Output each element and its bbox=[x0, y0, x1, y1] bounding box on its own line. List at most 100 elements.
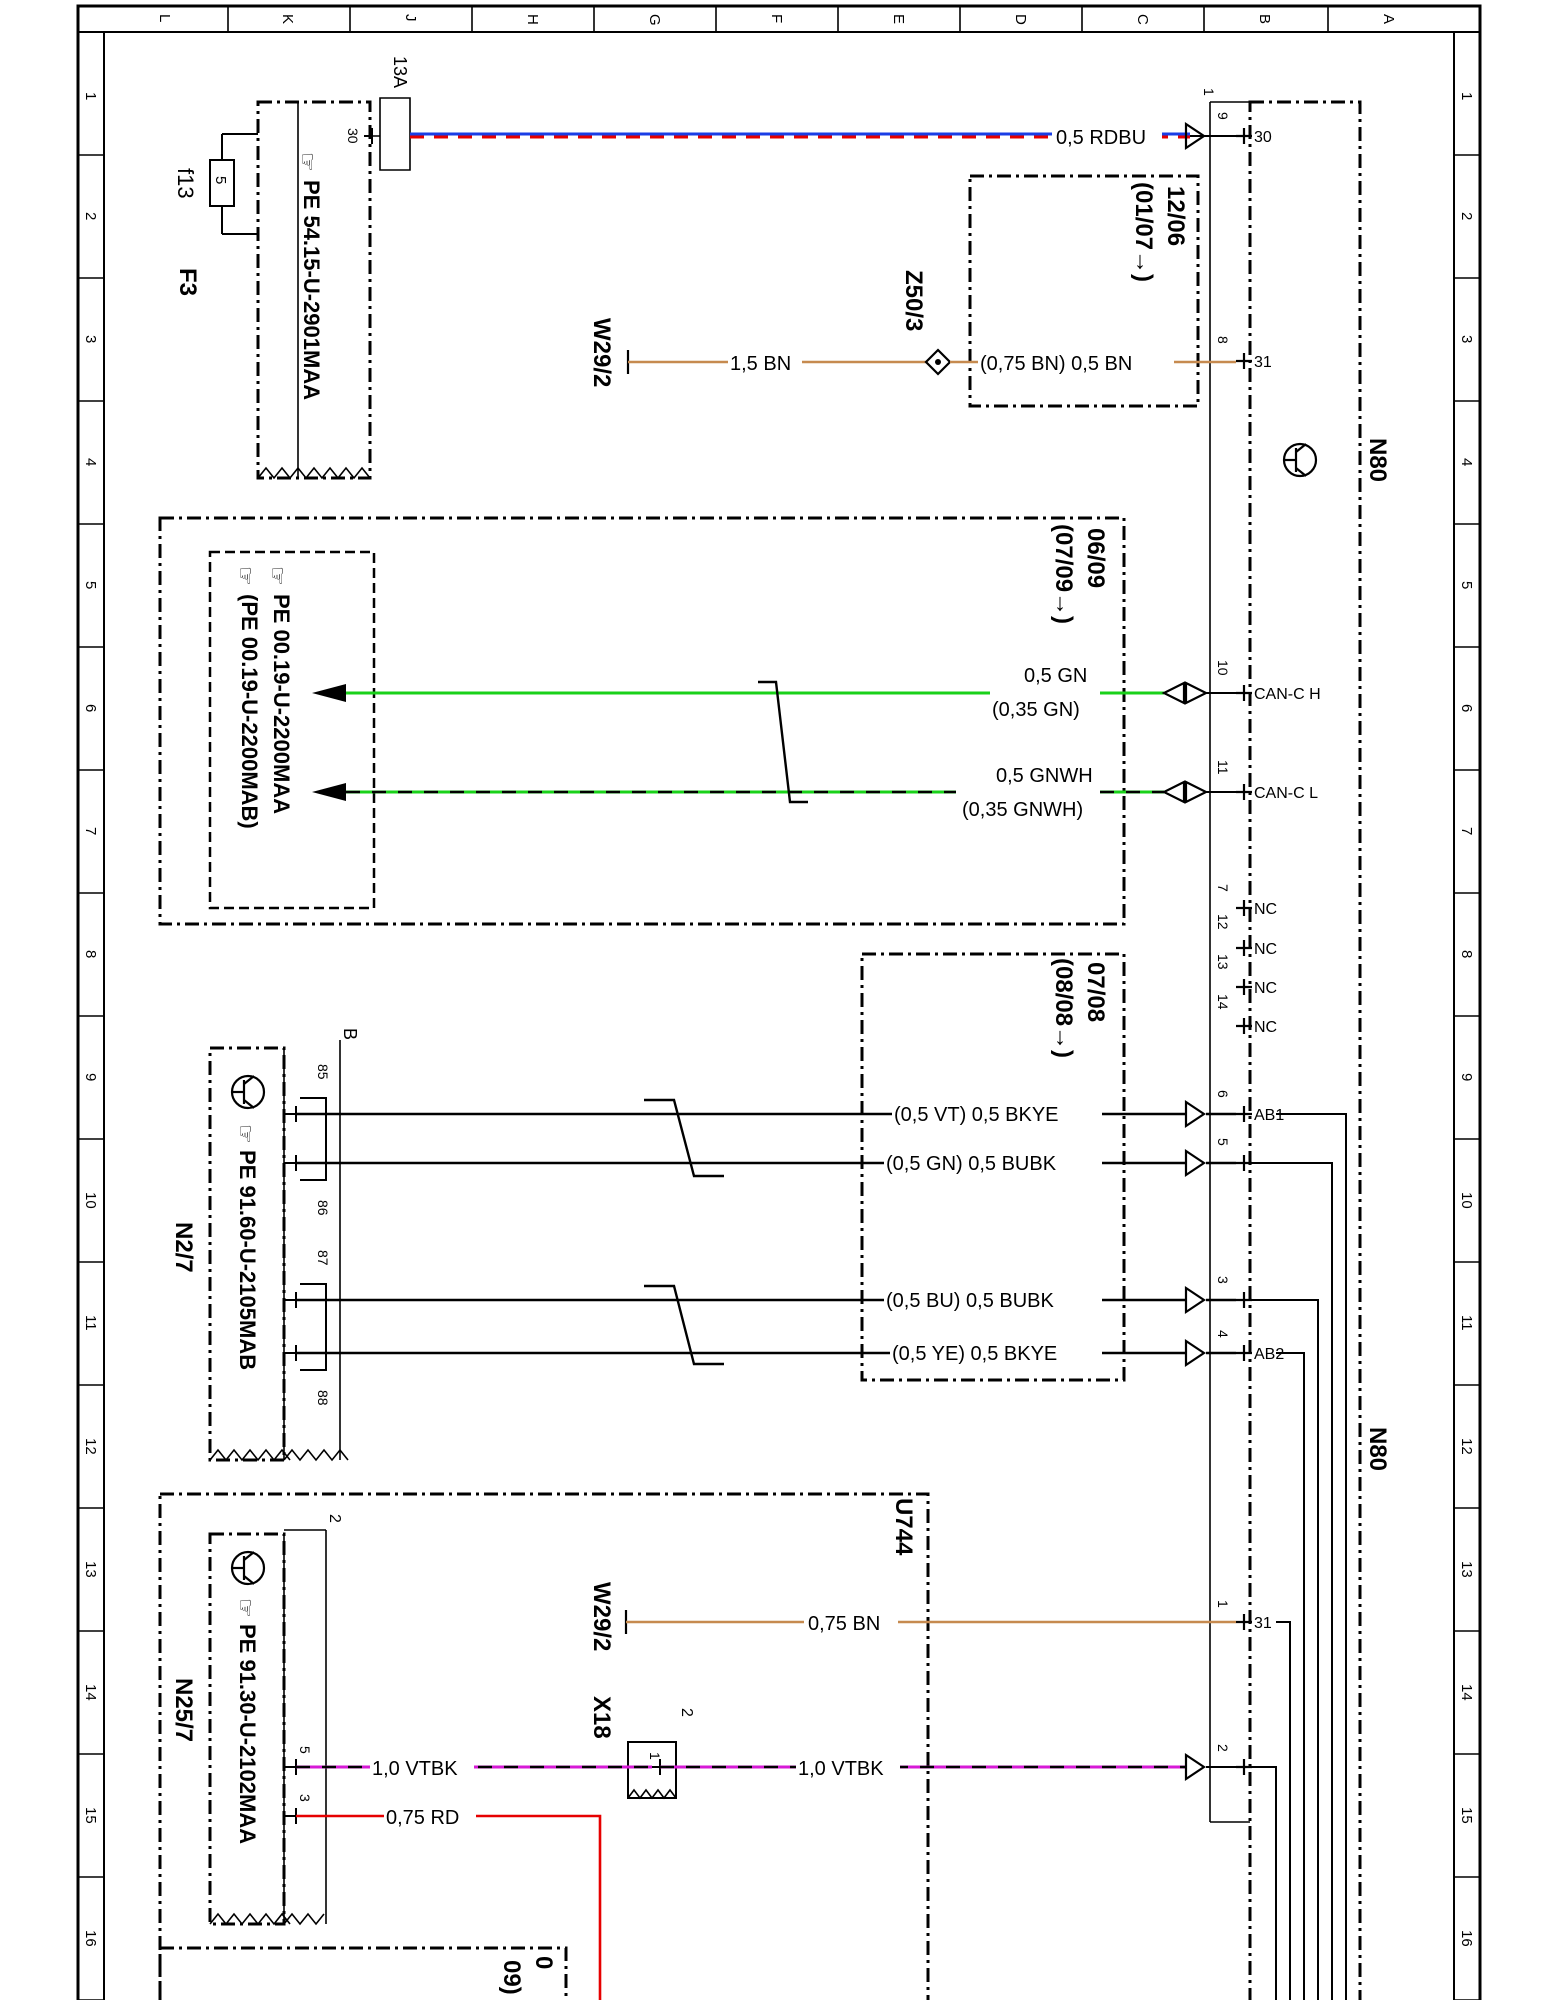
row-label: 10 bbox=[1458, 1192, 1475, 1209]
row-label: 10 bbox=[82, 1192, 99, 1209]
outer-frame bbox=[76, 4, 1482, 2000]
row-label: 13 bbox=[82, 1561, 99, 1578]
u744-label: U744 bbox=[890, 1498, 917, 1556]
row-label: 6 bbox=[82, 704, 99, 712]
twisted-pair-mark bbox=[758, 680, 808, 804]
pin-number: 6 bbox=[1215, 1090, 1231, 1098]
row-label: 14 bbox=[1458, 1684, 1475, 1701]
wire-label-gn-a: 0,5 GN bbox=[1024, 665, 1087, 687]
relay-wire-arrows bbox=[1184, 1099, 1206, 1368]
hand-icon: ☞ bbox=[233, 1124, 258, 1144]
wire-label-gnwh-b: (0,35 GNWH) bbox=[962, 799, 1083, 821]
row-label: 9 bbox=[82, 1073, 99, 1081]
column-separators bbox=[227, 6, 1329, 32]
date-block-3-b: (08/08→) bbox=[1050, 958, 1077, 1058]
u744-box bbox=[158, 1492, 930, 2000]
pin-number: 11 bbox=[1215, 760, 1231, 775]
row-label: 5 bbox=[82, 581, 99, 589]
row-label: 11 bbox=[82, 1315, 99, 1331]
n25-7-ref: PE 91.30-U-2102MAA bbox=[235, 1624, 260, 1844]
fuse-pin-13a: 13A bbox=[390, 56, 410, 88]
date-block-1-b: (01/07→) bbox=[1130, 182, 1157, 282]
wire-vtbk-2 bbox=[660, 1752, 1236, 1782]
wire-label-vtbk-2: 1,0 VTBK bbox=[798, 1758, 884, 1780]
row-label: 5 bbox=[1458, 581, 1475, 589]
date-block-4-b: 09) bbox=[498, 1960, 525, 1995]
fuse-pin-30: 30 bbox=[345, 128, 361, 144]
n80-label-top: N80 bbox=[1364, 438, 1391, 482]
col-label: D bbox=[1012, 14, 1029, 25]
pin-label-can-l: CAN-C L bbox=[1254, 785, 1318, 802]
wire-label-bn-075: 0,75 BN bbox=[808, 1613, 880, 1635]
n80-label-mid: N80 bbox=[1364, 1427, 1391, 1471]
col-label: F bbox=[768, 14, 785, 23]
pin-label-can-h: CAN-C H bbox=[1254, 686, 1321, 703]
col-label: J bbox=[402, 14, 419, 22]
pin-number: 88 bbox=[315, 1390, 331, 1406]
n2-7-ref: PE 91.60-U-2105MAB bbox=[235, 1150, 260, 1370]
x18-pin-2: 2 bbox=[678, 1708, 695, 1717]
row-label: 2 bbox=[82, 212, 99, 220]
wire-label-bkye-1: (0,5 VT) 0,5 BKYE bbox=[894, 1104, 1059, 1126]
hand-icon: ☞ bbox=[295, 152, 320, 172]
twisted-pair-mark bbox=[644, 1284, 724, 1366]
date-block-4 bbox=[158, 1946, 568, 2000]
row-label: 6 bbox=[1458, 704, 1475, 712]
pin-label-ab2: AB2 bbox=[1254, 1346, 1284, 1363]
col-label: K bbox=[279, 14, 296, 24]
wire-label-vtbk-1: 1,0 VTBK bbox=[372, 1758, 458, 1780]
pin-number: 12 bbox=[1215, 914, 1231, 930]
pin-label-nc: NC bbox=[1254, 1019, 1277, 1036]
wire-label-bn-z50: (0,75 BN) 0,5 BN bbox=[980, 353, 1132, 375]
relay-pin-numbers: 85 86 87 88 bbox=[315, 1064, 331, 1406]
row-label: 4 bbox=[82, 458, 99, 466]
row-label: 1 bbox=[1458, 92, 1475, 100]
wire-label-bkye-2: (0,5 YE) 0,5 BKYE bbox=[892, 1343, 1057, 1365]
pin-label-nc: NC bbox=[1254, 941, 1277, 958]
pin-number: 14 bbox=[1215, 994, 1231, 1010]
row-label: 1 bbox=[82, 92, 99, 100]
col-label: G bbox=[646, 14, 663, 26]
pin-number: 85 bbox=[315, 1064, 331, 1080]
n25-pin-stubs bbox=[284, 1759, 297, 1824]
wire-label-bubk-1: (0,5 GN) 0,5 BUBK bbox=[886, 1153, 1057, 1175]
hand-icon: ☞ bbox=[233, 566, 258, 586]
row-label: 13 bbox=[1458, 1561, 1475, 1578]
col-label: H bbox=[524, 14, 541, 25]
wire-label-gnwh-a: 0,5 GNWH bbox=[996, 765, 1093, 787]
wire-label-rd-075: 0,75 RD bbox=[386, 1807, 459, 1829]
pin-label-31b: 31 bbox=[1254, 1615, 1272, 1632]
n2-7-pin-b: B bbox=[340, 1028, 360, 1040]
row-label: 8 bbox=[1458, 950, 1475, 958]
transistor-icon bbox=[230, 1074, 266, 1110]
pin-number: 86 bbox=[315, 1200, 331, 1216]
can-block-box bbox=[158, 516, 1126, 926]
pin-number: 5 bbox=[1215, 1138, 1231, 1146]
f3-label: F3 bbox=[174, 268, 201, 296]
col-label: C bbox=[1134, 14, 1151, 25]
pin-number: 5 bbox=[297, 1746, 313, 1754]
can-ref-2: (PE 00.19-U-2200MAB) bbox=[237, 594, 262, 829]
row-label: 9 bbox=[1458, 1073, 1475, 1081]
row-label: 2 bbox=[1458, 212, 1475, 220]
pin-number: 4 bbox=[1215, 1330, 1231, 1338]
pin-label-30: 30 bbox=[1254, 129, 1272, 146]
date-block-3 bbox=[860, 952, 1126, 1382]
relay-pin-stubs bbox=[284, 1097, 327, 1371]
n2-7-label: N2/7 bbox=[170, 1222, 197, 1273]
pin-number: 2 bbox=[1215, 1744, 1231, 1752]
pin-number: 8 bbox=[1215, 336, 1231, 344]
x18-label: X18 bbox=[588, 1696, 615, 1739]
fuse-symbol bbox=[209, 133, 258, 235]
wire-label-gn-b: (0,35 GN) bbox=[992, 699, 1080, 721]
wire-rd-075 bbox=[296, 1814, 602, 2000]
row-label: 16 bbox=[82, 1930, 99, 1947]
pin-label-nc: NC bbox=[1254, 980, 1277, 997]
f13-label: f13 bbox=[173, 168, 198, 199]
col-label: E bbox=[890, 14, 907, 24]
w29-2-top-label: W29/2 bbox=[588, 318, 615, 387]
wire-label-bn-w29: 1,5 BN bbox=[730, 353, 791, 375]
row-label: 4 bbox=[1458, 458, 1475, 466]
date-block-2-b: (07/09→) bbox=[1050, 524, 1077, 624]
